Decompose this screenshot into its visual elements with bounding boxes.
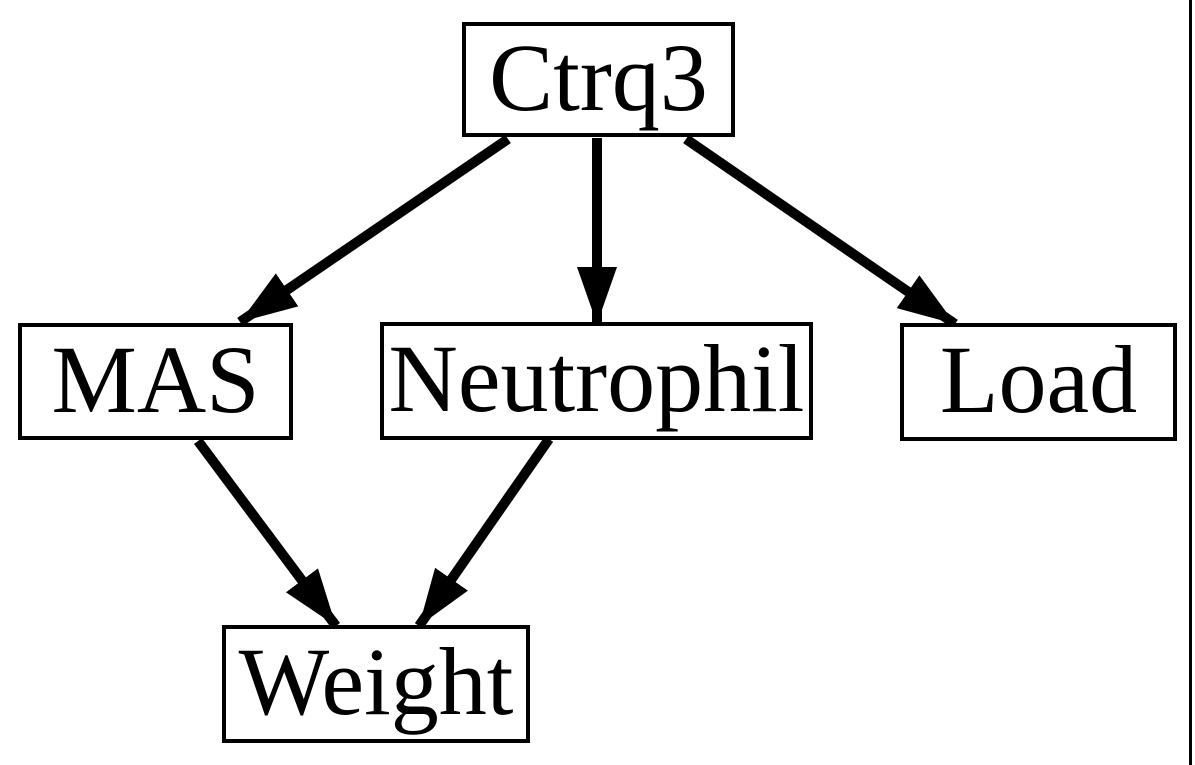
node-label-neutrophil: Neutrophil — [388, 325, 805, 432]
edge-mas-to-weight — [193, 438, 341, 629]
screen-right-border — [1189, 0, 1192, 765]
edge-ctrq3-to-load — [683, 134, 958, 329]
edge-ctrq3-to-mas — [237, 134, 511, 327]
node-mas: MAS — [18, 323, 293, 440]
node-weight: Weight — [222, 625, 530, 743]
edge-neutrophil-to-weight — [414, 436, 554, 629]
node-ctrq3: Ctrq3 — [462, 22, 735, 137]
node-load: Load — [900, 323, 1177, 441]
node-label-weight: Weight — [238, 628, 514, 735]
node-label-load: Load — [939, 326, 1138, 433]
node-label-mas: MAS — [51, 325, 260, 433]
node-label-ctrq3: Ctrq3 — [489, 23, 708, 131]
node-neutrophil: Neutrophil — [380, 322, 813, 440]
